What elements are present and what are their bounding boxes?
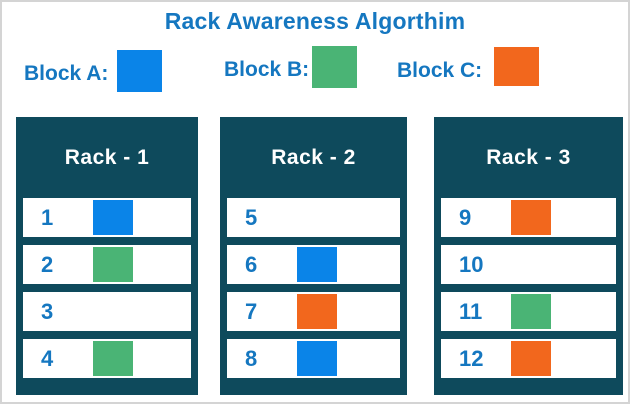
block-b-square xyxy=(93,341,133,376)
slot-11: 11 xyxy=(441,292,616,331)
slot-8: 8 xyxy=(227,339,400,378)
slot-10: 10 xyxy=(441,245,616,284)
block-c-swatch xyxy=(494,47,540,86)
slot-number: 7 xyxy=(245,298,258,324)
slot-number: 11 xyxy=(459,298,483,324)
block-c-square xyxy=(297,294,337,329)
block-a-square xyxy=(297,247,337,282)
slot-number: 6 xyxy=(245,251,258,277)
block-a-square xyxy=(297,341,337,376)
block-b-swatch xyxy=(312,46,358,88)
block-a-square xyxy=(93,200,133,235)
slot-3: 3 xyxy=(23,292,191,331)
block-c-square xyxy=(511,341,551,376)
slot-number: 4 xyxy=(41,345,54,371)
block-b-square xyxy=(93,247,133,282)
rack-3: Rack - 3 9 10 11 12 xyxy=(434,117,623,395)
slot-12: 12 xyxy=(441,339,616,378)
block-a-swatch xyxy=(117,50,163,92)
slot-9: 9 xyxy=(441,198,616,237)
rack-2-title: Rack - 2 xyxy=(271,145,356,169)
legend-label-block-c: Block C: xyxy=(397,58,483,82)
slot-number: 3 xyxy=(41,298,54,324)
slot-number: 12 xyxy=(459,345,484,371)
slot-number: 10 xyxy=(459,251,484,277)
slot-7: 7 xyxy=(227,292,400,331)
legend-label-block-b: Block B: xyxy=(224,58,310,81)
block-c-square xyxy=(511,200,551,235)
legend-item-block-a: Block A: xyxy=(24,50,163,92)
slot-5: 5 xyxy=(227,198,400,237)
slot-1: 1 xyxy=(23,198,191,237)
slot-number: 9 xyxy=(459,204,472,230)
slot-number: 5 xyxy=(245,204,258,230)
page-title: Rack Awareness Algorthim xyxy=(164,8,466,34)
slot-number: 8 xyxy=(245,345,258,371)
slot-2: 2 xyxy=(23,245,191,284)
rack-3-title: Rack - 3 xyxy=(486,145,571,169)
slot-4: 4 xyxy=(23,339,191,378)
rack-2: Rack - 2 5 6 7 8 xyxy=(220,117,407,395)
legend-item-block-b: Block B: xyxy=(224,46,358,88)
slot-number: 1 xyxy=(41,204,54,230)
block-b-square xyxy=(511,294,551,329)
rack-1: Rack - 1 1 2 3 4 xyxy=(16,117,198,395)
slot-number: 2 xyxy=(41,251,54,277)
rack-1-title: Rack - 1 xyxy=(64,145,150,169)
slot-6: 6 xyxy=(227,245,400,284)
legend-item-block-c: Block C: xyxy=(397,47,540,86)
legend-label-block-a: Block A: xyxy=(24,62,109,85)
